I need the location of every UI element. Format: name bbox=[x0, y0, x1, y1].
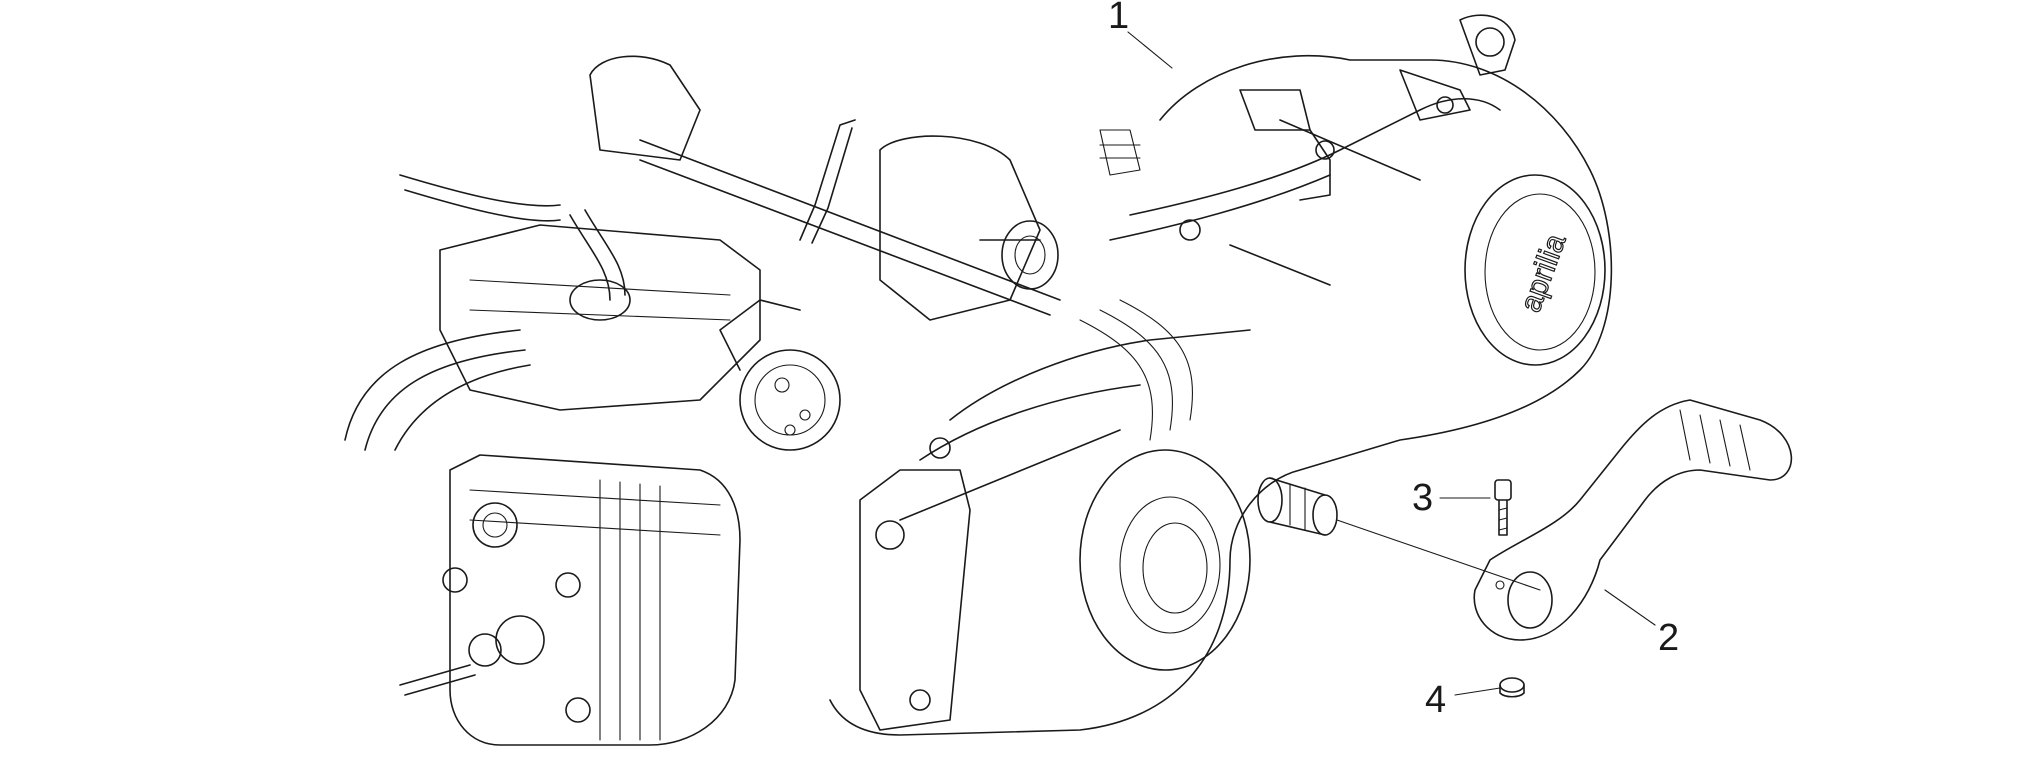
fuel-hoses bbox=[344, 174, 561, 451]
kickstart-shaft bbox=[1257, 477, 1541, 591]
crankcase-left bbox=[859, 437, 971, 731]
callout-4: 4 bbox=[1425, 679, 1446, 721]
brand-mark: aprilia bbox=[1514, 230, 1572, 317]
callout-2: 2 bbox=[1658, 617, 1679, 659]
cylinder-head bbox=[399, 454, 741, 746]
carburettor bbox=[719, 119, 856, 451]
callout-1: 1 bbox=[1108, 0, 1129, 37]
callout-3: 3 bbox=[1412, 477, 1433, 519]
kickstart-lever bbox=[1473, 399, 1793, 641]
engine-mount bbox=[589, 55, 1059, 321]
callout-leaders bbox=[1127, 31, 1656, 696]
intake-manifold bbox=[439, 209, 761, 411]
rear-bracket bbox=[1099, 14, 1516, 241]
variator-cover: aprilia bbox=[1464, 174, 1606, 366]
screw bbox=[1494, 479, 1512, 536]
clutch-cover bbox=[1079, 449, 1251, 671]
nut bbox=[1499, 677, 1525, 698]
